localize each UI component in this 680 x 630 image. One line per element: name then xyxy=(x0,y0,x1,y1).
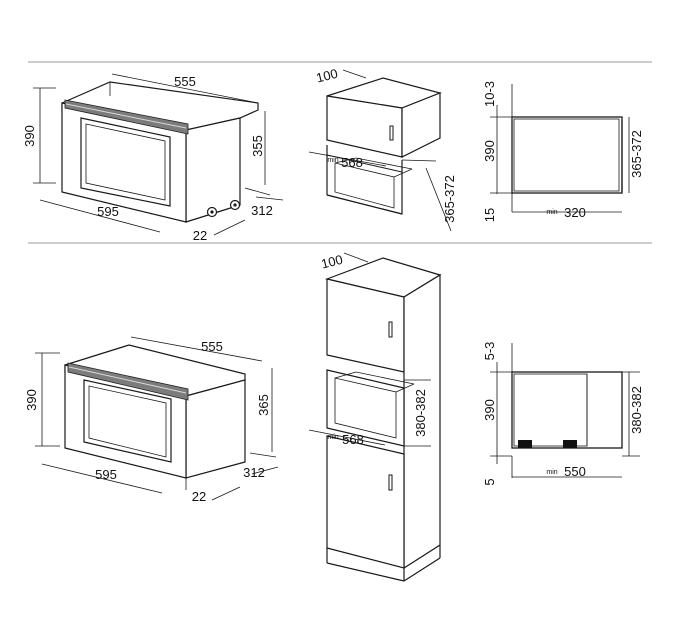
top-side-drawing xyxy=(511,84,623,212)
top-side-height-label: 390 xyxy=(482,140,497,162)
bottom-oven-door-label: 22 xyxy=(192,489,206,504)
bottom-side-gap-label: 5-3 xyxy=(482,342,497,361)
top-side-niche-height-label: 365-372 xyxy=(629,130,644,178)
bottom-oven-width-label: 595 xyxy=(95,467,117,482)
top-niche-dimensions xyxy=(308,69,452,232)
bottom-column-min-depth-label: 568 xyxy=(342,432,364,447)
bottom-side-bottom-label: 5 xyxy=(482,478,497,485)
bottom-oven-height-label: 390 xyxy=(24,389,39,411)
bottom-column-drawing xyxy=(324,257,442,582)
bottom-oven-depth-case-label: 555 xyxy=(201,339,223,354)
bottom-side-min-depth-label: 550 xyxy=(564,464,586,479)
bottom-column-min-prefix: min xyxy=(327,434,338,441)
bottom-oven-drawing xyxy=(64,344,246,490)
top-oven-drawing xyxy=(61,81,259,223)
bottom-side-height-label: 390 xyxy=(482,399,497,421)
top-niche-drawing xyxy=(326,77,442,215)
bottom-column-top-depth-label: 100 xyxy=(320,252,345,272)
bottom-side-min-prefix: min xyxy=(546,469,557,476)
top-niche-min-prefix: min xyxy=(327,157,338,164)
bottom-side-dimensions xyxy=(490,362,640,478)
bottom-oven-front-height-label: 365 xyxy=(256,394,271,416)
bottom-side-drawing xyxy=(511,343,623,478)
top-oven-depth-label: 312 xyxy=(251,203,273,218)
bottom-oven-dimensions xyxy=(35,336,279,501)
top-side-bottom-label: 15 xyxy=(482,208,497,222)
top-niche-top-depth-label: 100 xyxy=(315,66,340,86)
top-niche-min-depth-label: 568 xyxy=(341,155,363,170)
top-side-min-prefix: min xyxy=(546,209,557,216)
bottom-side-niche-height-label: 380-382 xyxy=(629,386,644,434)
top-oven-dimensions xyxy=(33,73,284,236)
bottom-oven-depth-label: 312 xyxy=(243,465,265,480)
top-side-min-depth-label: 320 xyxy=(564,205,586,220)
bottom-column-dimensions xyxy=(308,252,431,447)
bottom-column-height-range-label: 380-382 xyxy=(413,389,428,437)
top-side-dimensions xyxy=(490,105,630,213)
top-oven-height-label: 390 xyxy=(22,125,37,147)
top-oven-front-height-label: 355 xyxy=(250,135,265,157)
top-oven-width-label: 595 xyxy=(97,204,119,219)
top-side-gap-label: 10-3 xyxy=(482,81,497,107)
top-niche-height-range-label: 365-372 xyxy=(442,175,457,223)
top-oven-door-label: 22 xyxy=(193,228,207,243)
top-oven-depth-case-label: 555 xyxy=(174,74,196,89)
